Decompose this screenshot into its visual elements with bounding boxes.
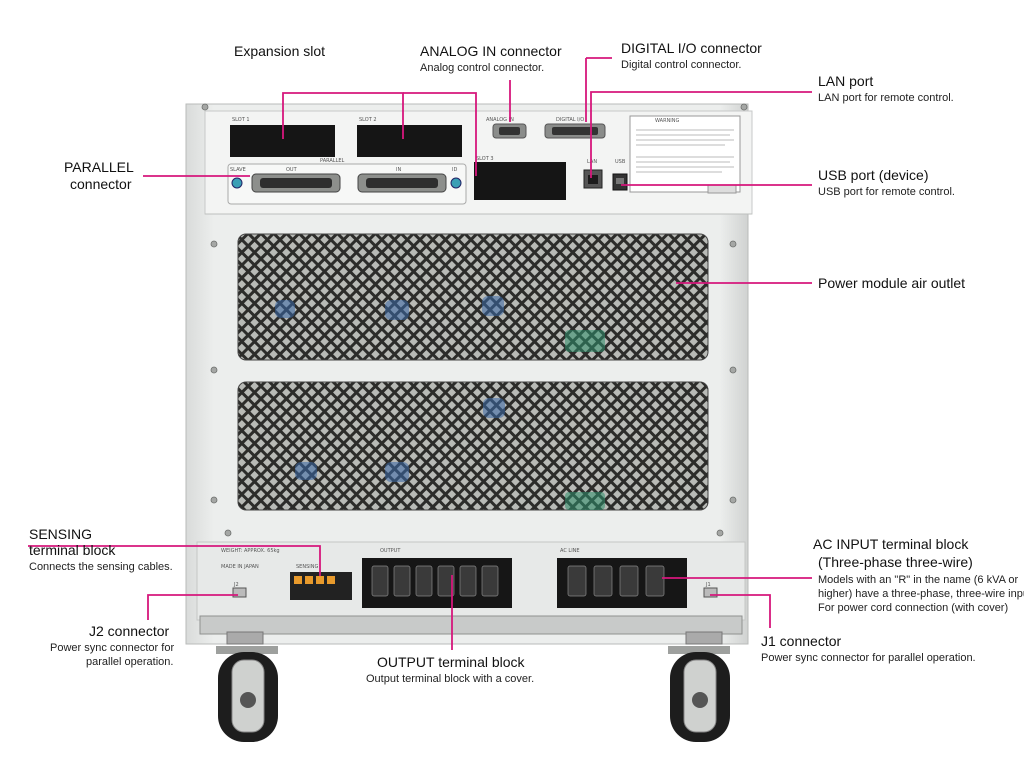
ac-input-desc-1: Models with an "R" in the name (6 kVA or xyxy=(818,574,1019,586)
output-desc: Output terminal block with a cover. xyxy=(366,673,535,685)
j1-title: J1 connector xyxy=(761,633,842,649)
j2-desc-1: Power sync connector for xyxy=(50,642,175,654)
slot2-label: SLOT 2 xyxy=(359,117,377,123)
in-label: IN xyxy=(396,167,401,173)
j2-panel-label: J2 xyxy=(233,582,239,588)
parallel-label: PARALLEL xyxy=(320,158,345,164)
out-label: OUT xyxy=(286,167,298,173)
leader-lan xyxy=(590,91,812,178)
output-title: OUTPUT terminal block xyxy=(377,654,525,670)
expansion-slot-title: Expansion slot xyxy=(234,43,326,59)
lan-label: LAN xyxy=(587,159,597,165)
j1-panel-label: J1 xyxy=(705,582,711,588)
ac-line-label: AC LINE xyxy=(560,548,580,554)
j2-connector xyxy=(232,587,247,598)
slave-indicator xyxy=(231,177,243,189)
sensing-title-2: terminal block xyxy=(29,542,116,558)
ac-input-desc-2: higher) have a three-phase, three-wire i… xyxy=(818,588,1024,600)
digital-io-title: DIGITAL I/O connector xyxy=(621,40,762,56)
analog-in-label: ANALOG IN xyxy=(486,117,514,123)
usb-desc: USB port for remote control. xyxy=(818,186,955,198)
ac-input-desc-3: For power cord connection (with cover) xyxy=(818,602,1009,614)
right-caster xyxy=(668,646,730,742)
slot1-label: SLOT 1 xyxy=(232,117,250,123)
parallel-title-1: PARALLEL xyxy=(64,159,134,175)
usb-title: USB port (device) xyxy=(818,167,929,183)
digital-io-label: DIGITAL I/O xyxy=(556,117,584,123)
usb-label: USB xyxy=(615,159,626,165)
warning-label xyxy=(629,115,741,193)
expansion-slot-2 xyxy=(357,125,462,157)
j1-desc: Power sync connector for parallel operat… xyxy=(761,652,976,664)
parallel-title-2: connector xyxy=(70,176,132,192)
sensing-title-1: SENSING xyxy=(29,526,93,542)
lan-desc: LAN port for remote control. xyxy=(818,92,954,104)
leader-expansion-slot-3 xyxy=(403,92,477,176)
air-outlet-title: Power module air outlet xyxy=(818,275,966,291)
lan-title: LAN port xyxy=(818,73,874,89)
ac-input-title-2: (Three-phase three-wire) xyxy=(818,554,973,570)
j2-desc-2: parallel operation. xyxy=(86,656,174,668)
left-caster xyxy=(216,646,278,742)
panel-screws xyxy=(201,103,748,537)
id-indicator xyxy=(450,177,462,189)
sensing-panel-label: SENSING xyxy=(296,564,318,570)
base-plate xyxy=(199,615,743,635)
id-label: ID xyxy=(452,167,457,173)
weight-label: WEIGHT: APPROX. 65kg xyxy=(221,548,280,554)
leader-expansion-slot xyxy=(282,92,404,139)
expansion-slot-3 xyxy=(474,162,566,200)
j2-title: J2 connector xyxy=(89,623,170,639)
warning-text: WARNING xyxy=(655,118,680,124)
air-outlet-lower-grille xyxy=(237,381,709,511)
leader-j1 xyxy=(710,594,771,628)
analog-in-desc: Analog control connector. xyxy=(420,62,545,74)
digital-io-desc: Digital control connector. xyxy=(621,59,742,71)
air-outlet-upper-grille xyxy=(237,233,709,361)
leader-sensing xyxy=(28,545,321,576)
slot3-label: SLOT 3 xyxy=(476,156,494,162)
analog-in-title: ANALOG IN connector xyxy=(420,43,562,59)
slave-label: SLAVE xyxy=(230,167,246,173)
leader-j2 xyxy=(147,594,238,620)
leader-lines xyxy=(28,57,812,650)
made-in-label: MADE IN JAPAN xyxy=(221,564,259,570)
j1-connector xyxy=(703,587,718,598)
sensing-desc: Connects the sensing cables. xyxy=(29,561,173,573)
ac-input-title-1: AC INPUT terminal block xyxy=(813,536,969,552)
output-panel-label: OUTPUT xyxy=(380,548,401,554)
